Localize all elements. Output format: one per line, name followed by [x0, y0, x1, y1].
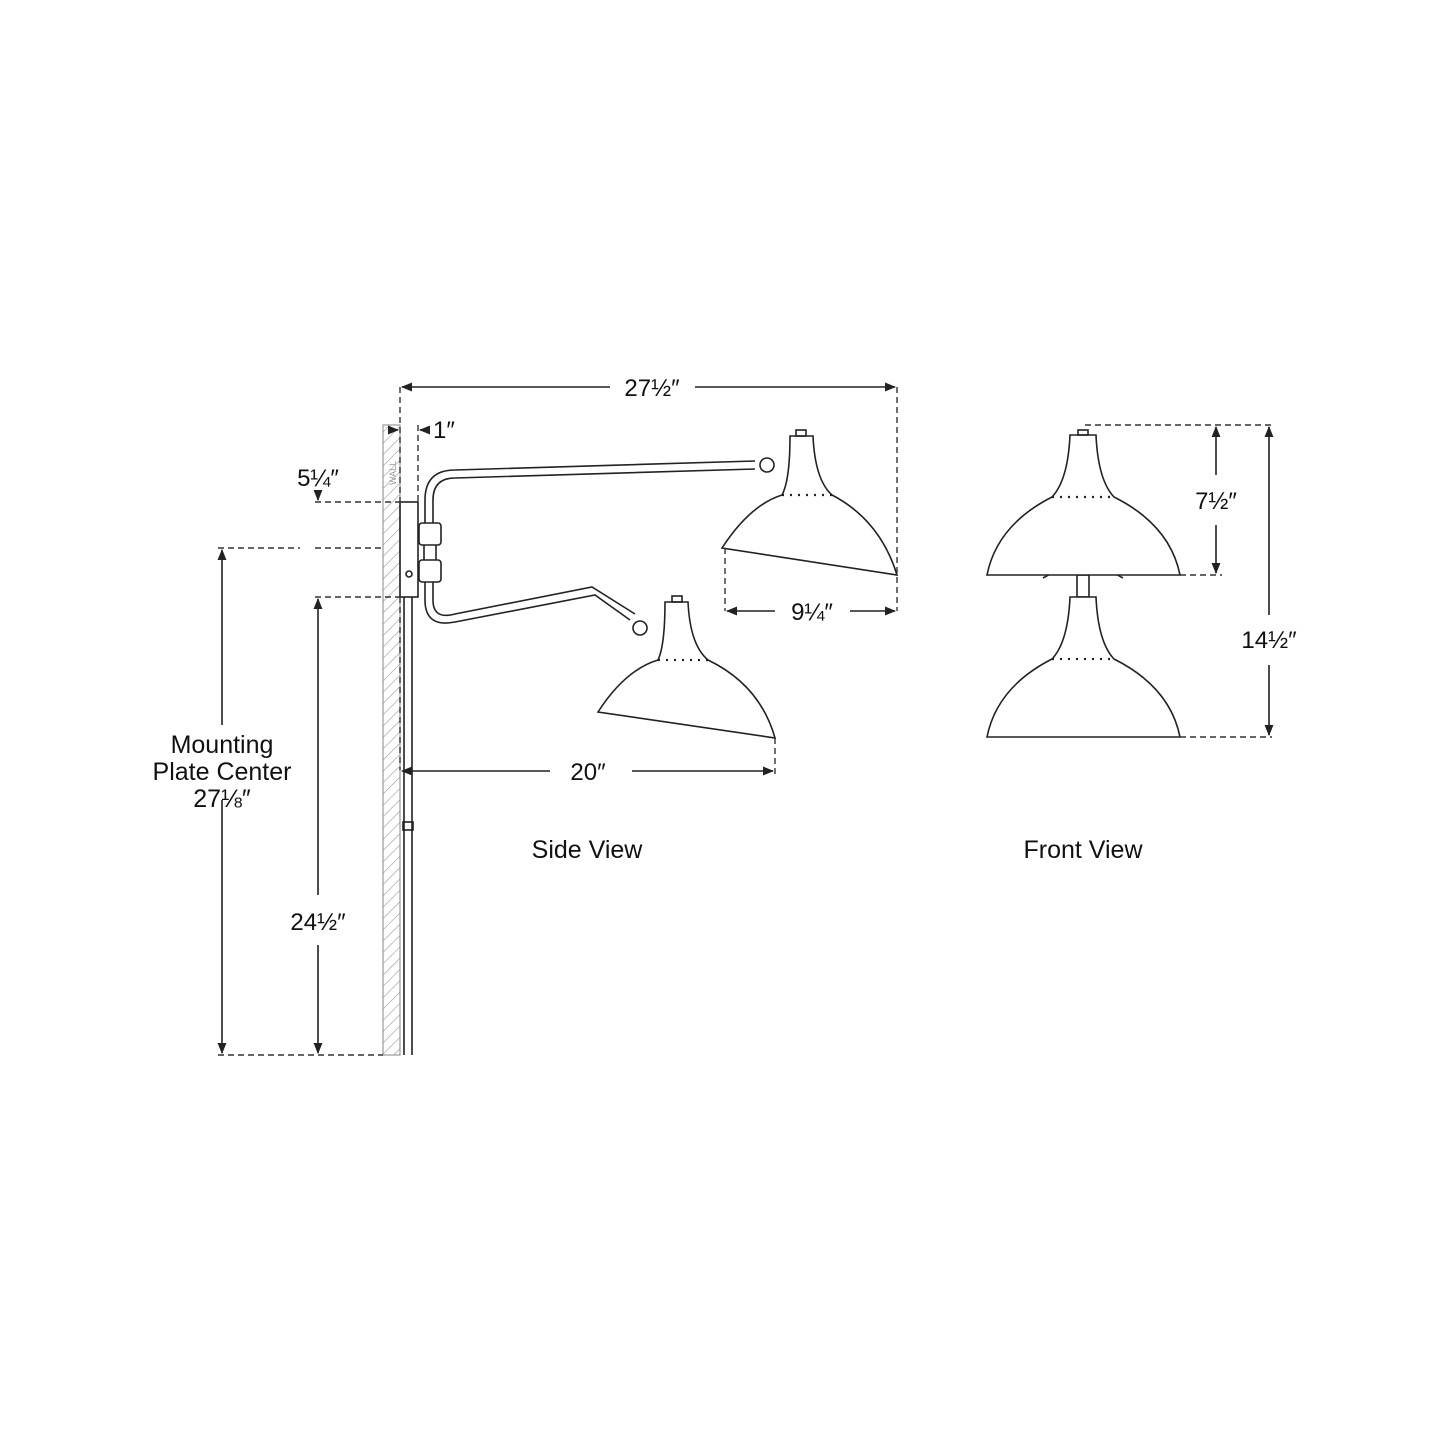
lower-arm	[424, 582, 631, 624]
plate-height-label: 5¼″	[297, 465, 339, 492]
mounting-label-line2: Plate Center	[153, 758, 292, 786]
upper-arm	[424, 460, 756, 523]
plate-screw-icon	[405, 570, 413, 578]
plate-depth-label: 1″	[433, 417, 455, 444]
plate-bottom-height-label: 24½″	[290, 909, 346, 936]
lower-extension-label: 20″	[570, 759, 606, 786]
lower-shade	[596, 601, 777, 739]
swivel-joint-upper	[418, 522, 442, 546]
wall: WALL	[382, 424, 401, 1056]
upper-arm-knuckle	[759, 457, 775, 473]
shade-height-label: 7½″	[1195, 488, 1237, 515]
front-view-label: Front View	[1023, 836, 1143, 864]
mounting-plate	[399, 501, 419, 598]
wall-label: WALL	[388, 461, 398, 485]
overall-extension-label: 27½″	[624, 375, 680, 402]
front-upper-shade	[986, 434, 1181, 576]
lower-arm-knuckle	[632, 620, 648, 636]
mounting-label-line1: Mounting	[171, 731, 274, 759]
side-view-fixture	[399, 429, 899, 1055]
mounting-plate-center-label: 27⅛″	[193, 785, 251, 813]
front-dimensions: 7½″ 14½″	[1085, 424, 1297, 738]
overall-height-label: 14½″	[1241, 627, 1297, 654]
shade-width-label: 9¼″	[791, 599, 833, 626]
swivel-joint-lower	[418, 559, 442, 583]
front-lower-shade	[986, 596, 1181, 738]
front-view-fixture	[986, 429, 1181, 738]
upper-shade	[720, 435, 899, 576]
side-dimensions: 27½″ 1″ 5¼″ 9¼″ 20″ Mounting Plate Cente…	[153, 375, 898, 1056]
side-view-label: Side View	[532, 836, 644, 864]
